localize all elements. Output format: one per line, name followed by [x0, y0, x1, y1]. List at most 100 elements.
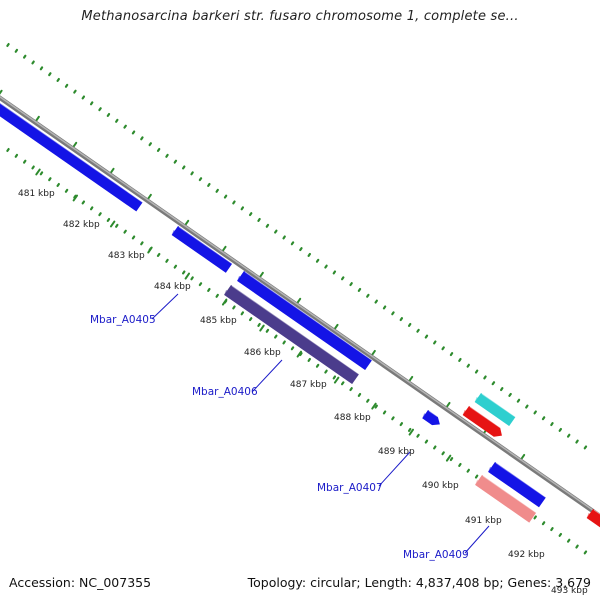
- gene-feature: [474, 393, 516, 427]
- ruler-tick: [290, 346, 295, 351]
- ruler-tick: [299, 352, 303, 357]
- ruler-tick: [6, 147, 10, 153]
- ruler-tick: [165, 258, 169, 263]
- outer-tick: [441, 346, 445, 351]
- outer-tick: [173, 159, 178, 164]
- outer-tick: [215, 188, 219, 193]
- outer-tick: [64, 83, 69, 88]
- ruler-tick: [156, 252, 161, 257]
- gene-label-mbar-a0406[interactable]: Mbar_A0406: [192, 386, 258, 398]
- outer-tick: [232, 200, 236, 205]
- ruler-tick: [382, 410, 387, 415]
- gene-feature: [586, 509, 600, 528]
- outer-tick: [341, 276, 345, 281]
- ruler-tick: [56, 182, 60, 187]
- ruler-major-tick: [35, 168, 41, 176]
- ruler-tick: [558, 532, 563, 537]
- ruler-tick: [182, 270, 186, 275]
- outer-tick: [106, 112, 111, 117]
- outer-tick: [131, 130, 136, 135]
- kbp-label: 490 kbp: [422, 481, 459, 491]
- ruler-tick: [391, 416, 395, 421]
- outer-tick: [474, 369, 479, 374]
- ruler-tick: [349, 387, 353, 392]
- ruler-tick: [566, 538, 571, 543]
- outer-tick: [290, 241, 295, 246]
- kbp-label: 487 kbp: [290, 380, 327, 390]
- outer-tick: [98, 107, 102, 112]
- ruler-major-tick: [296, 350, 303, 358]
- ruler-tick: [324, 369, 328, 374]
- outer-tick: [483, 375, 487, 380]
- ruler-tick: [123, 229, 127, 234]
- ruler-tick: [550, 527, 554, 532]
- outer-tick: [491, 381, 496, 386]
- accession-text: Accession: NC_007355: [9, 575, 152, 590]
- outer-tick: [566, 433, 571, 438]
- ruler-tick: [357, 392, 362, 397]
- outer-tick: [525, 404, 529, 409]
- outer-tick: [299, 247, 303, 252]
- outer-major-tick: [0, 89, 3, 95]
- outer-tick: [89, 101, 94, 106]
- ruler-tick: [131, 235, 136, 240]
- ruler-tick: [240, 311, 245, 316]
- outer-tick: [541, 416, 546, 421]
- gene-label-leaders: [151, 293, 490, 554]
- outer-tick: [449, 352, 454, 357]
- outer-tick: [282, 235, 286, 240]
- outer-tick: [165, 153, 169, 158]
- outer-tick: [56, 77, 60, 82]
- ruler-major-tick: [408, 428, 415, 436]
- ruler-tick: [89, 206, 94, 211]
- outer-tick: [190, 171, 194, 176]
- gene-label-mbar-a0409[interactable]: Mbar_A0409: [403, 549, 469, 561]
- kbp-label: 482 kbp: [63, 220, 100, 230]
- ruler-tick: [31, 165, 35, 170]
- ruler-tick: [466, 468, 470, 473]
- kbp-label: 489 kbp: [378, 447, 415, 457]
- ruler-tick: [14, 153, 19, 158]
- ruler-tick: [274, 334, 278, 339]
- ruler-tick: [207, 287, 211, 292]
- outer-tick: [240, 206, 245, 211]
- gene-feature: [488, 462, 547, 508]
- ruler-tick: [98, 212, 102, 217]
- ruler-major-tick: [259, 324, 265, 332]
- gene-label-mbar-a0407[interactable]: Mbar_A0407: [317, 482, 383, 494]
- ruler-tick: [315, 363, 320, 368]
- outer-tick: [500, 387, 504, 392]
- ruler-tick: [332, 375, 337, 380]
- kbp-label: 493 kbp: [551, 586, 588, 596]
- ruler-tick: [474, 474, 479, 479]
- outer-tick: [148, 142, 152, 147]
- outer-tick: [349, 282, 353, 287]
- ruler-tick: [257, 322, 261, 327]
- outer-tick: [324, 264, 328, 269]
- outer-tick: [391, 311, 395, 316]
- outer-tick: [115, 118, 119, 123]
- ruler-tick: [64, 188, 69, 193]
- ruler-major-tick: [147, 246, 153, 254]
- ruler-tick: [140, 241, 144, 246]
- outer-tick-rings: [0, 42, 588, 461]
- ruler-tick: [73, 194, 77, 199]
- gene-label-mbar-a0405[interactable]: Mbar_A0405: [90, 314, 156, 326]
- outer-tick: [307, 252, 311, 257]
- ruler-tick: [424, 439, 429, 444]
- outer-tick: [257, 217, 261, 222]
- outer-tick: [374, 299, 378, 304]
- outer-tick: [575, 439, 579, 444]
- outer-tick: [458, 357, 462, 362]
- outer-tick: [48, 72, 52, 77]
- outer-tick: [424, 334, 429, 339]
- outer-tick: [516, 398, 521, 403]
- outer-tick: [508, 392, 512, 397]
- ruler-major-tick: [371, 402, 377, 410]
- ruler-tick: [458, 462, 462, 467]
- ruler-tick: [583, 550, 588, 555]
- ruler-tick: [416, 433, 420, 438]
- outer-tick: [583, 445, 588, 450]
